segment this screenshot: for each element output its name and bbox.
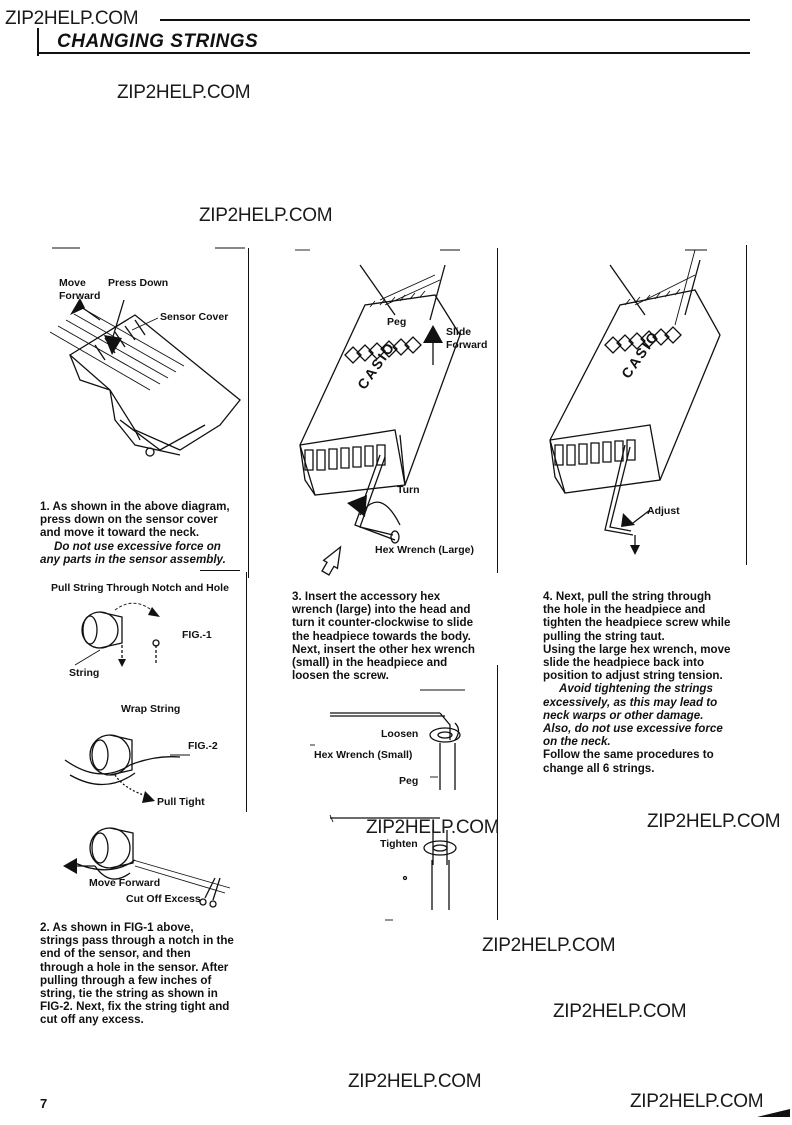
label-string: String — [69, 667, 100, 679]
watermark: ZIP2HELP.COM — [647, 811, 781, 832]
watermark: ZIP2HELP.COM — [348, 1071, 482, 1092]
label-slide-forward: Forward — [446, 339, 488, 351]
step1-caption: 1. As shown in the above diagram, press … — [40, 500, 230, 566]
watermark: ZIP2HELP.COM — [630, 1091, 764, 1112]
watermark: ZIP2HELP.COM — [5, 8, 139, 29]
watermark: ZIP2HELP.COM — [482, 935, 616, 956]
screw-loosen-illustration — [310, 689, 465, 790]
label-adjust: Adjust — [647, 505, 680, 517]
label-wrap-string: Wrap String — [121, 703, 181, 715]
page-number: 7 — [40, 1096, 48, 1111]
page-corner-mark — [757, 1109, 790, 1117]
column-divider-mid — [497, 248, 498, 573]
label-hex-small: Hex Wrench (Small) — [314, 749, 413, 761]
fig2-illustration — [64, 734, 190, 803]
label-hex-large: Hex Wrench (Large) — [375, 544, 474, 556]
label-move-forward-2: Forward — [59, 290, 101, 302]
watermark: ZIP2HELP.COM — [117, 82, 251, 103]
label-peg-2: Peg — [399, 775, 419, 787]
watermark: ZIP2HELP.COM — [366, 817, 500, 838]
step2-caption: 2. As shown in FIG-1 above, strings pass… — [40, 921, 234, 1027]
label-press-down: Press Down — [108, 277, 169, 289]
step4-caption: 4. Next, pull the string through the hol… — [543, 590, 731, 775]
label-sensor-cover: Sensor Cover — [160, 311, 229, 323]
label-move-forward-2: Move Forward — [89, 877, 161, 889]
watermark: ZIP2HELP.COM — [553, 1001, 687, 1022]
label-peg: Peg — [387, 316, 407, 328]
label-fig2: FIG.-2 — [188, 740, 218, 752]
column-divider-left — [248, 248, 249, 578]
screw-tighten-illustration — [329, 814, 457, 921]
column-divider-mid-lower — [497, 665, 498, 920]
header-rule-left — [37, 28, 39, 56]
label-slide: Slide — [446, 326, 472, 338]
label-pull-string: Pull String Through Notch and Hole — [51, 582, 229, 594]
label-cut-off: Cut Off Excess — [126, 893, 201, 905]
label-turn: Turn — [397, 484, 420, 496]
sensor-cover-illustration — [49, 247, 245, 457]
label-pull-tight: Pull Tight — [157, 796, 205, 808]
step1-rule — [200, 570, 240, 571]
page-title: CHANGING STRINGS — [57, 31, 259, 52]
fig1-illustration — [74, 602, 160, 667]
headpiece-illustration-step3 — [295, 249, 461, 576]
label-move-forward: Move — [59, 277, 86, 289]
label-tighten: Tighten — [380, 838, 418, 850]
header-rule-top — [160, 19, 750, 21]
step3-caption: 3. Insert the accessory hex wrench (larg… — [292, 590, 475, 683]
headpiece-illustration-step4 — [549, 249, 721, 555]
watermark: ZIP2HELP.COM — [199, 205, 333, 226]
label-loosen: Loosen — [381, 728, 419, 740]
label-fig1: FIG.-1 — [182, 629, 212, 641]
header-rule-bottom — [37, 52, 750, 54]
column-divider-right — [746, 245, 747, 565]
column-divider-left-lower — [246, 572, 247, 812]
fig3-illustration — [63, 827, 231, 908]
